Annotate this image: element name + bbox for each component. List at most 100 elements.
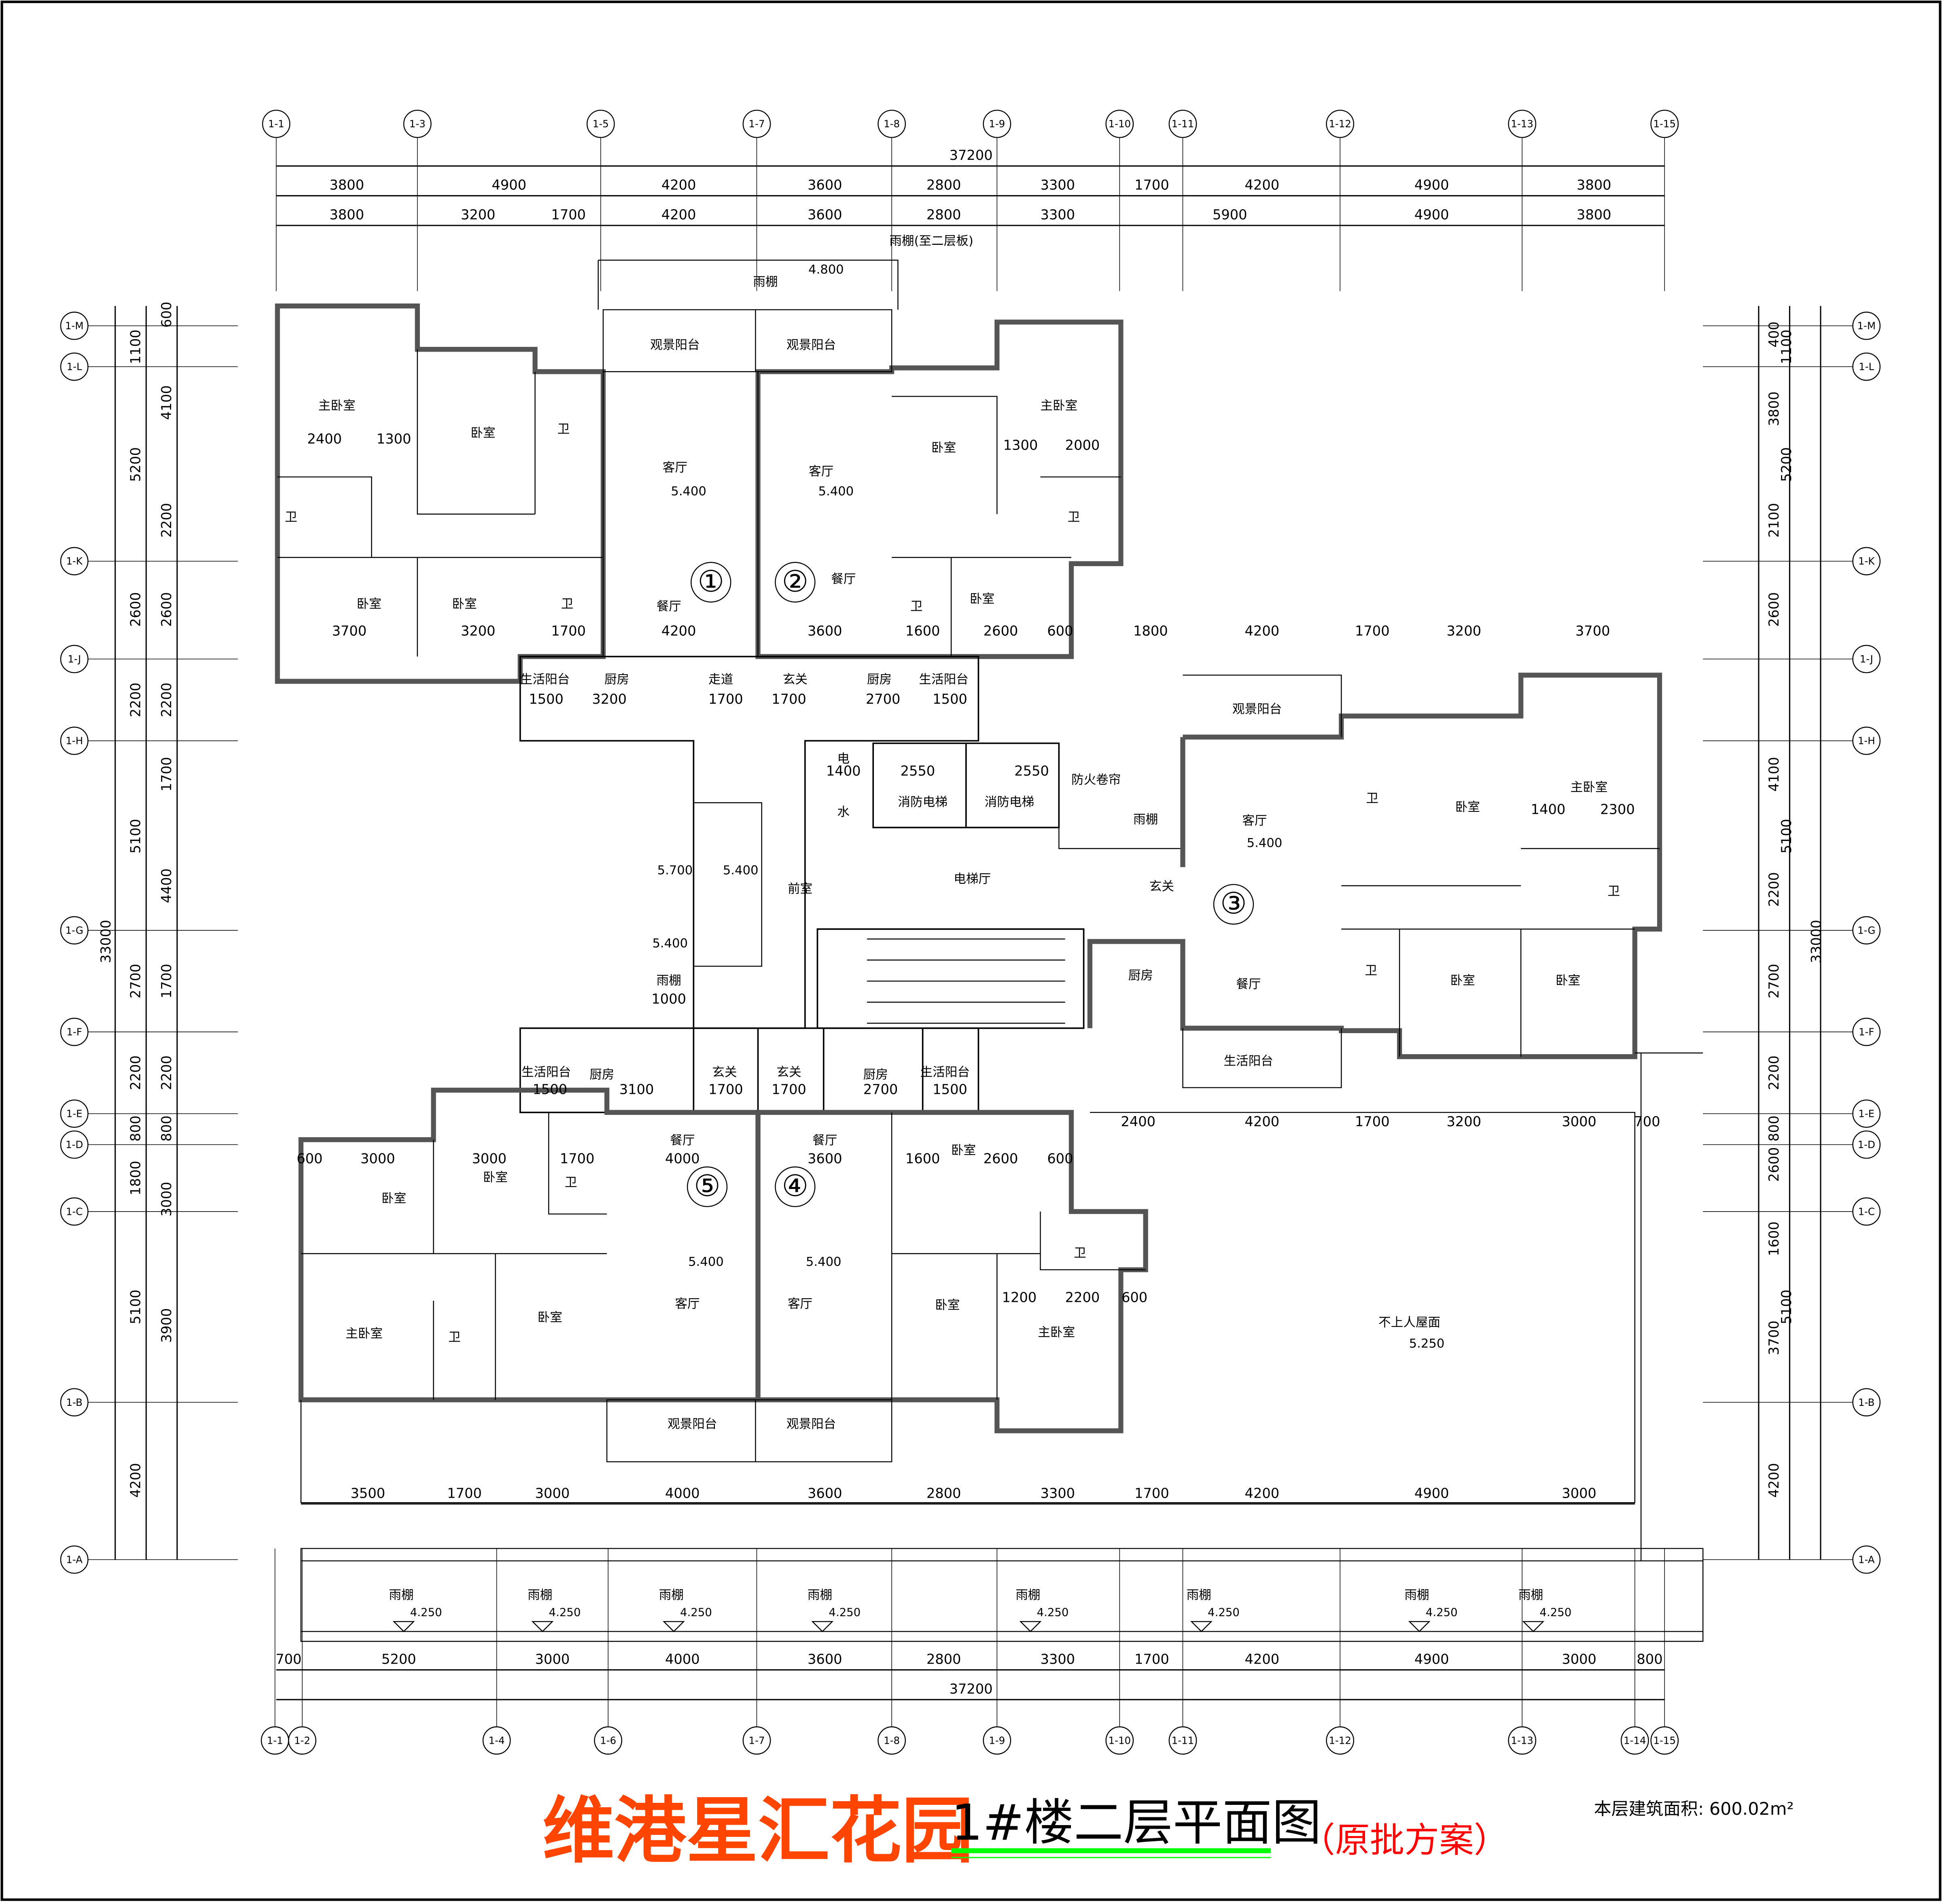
room-label: 主卧室 — [1040, 399, 1077, 413]
axis-bottom-12: 1-15 — [1650, 1726, 1679, 1755]
axis-top-0: 1-1 — [262, 110, 290, 138]
axis-right-9: 1-C — [1852, 1197, 1881, 1226]
axis-bubble — [60, 1130, 89, 1159]
elevation-marker-icon — [1408, 1621, 1431, 1632]
dim-interior: 700 — [1634, 1114, 1660, 1129]
dim-lower-row: 3600 — [808, 1485, 842, 1501]
room-label: 客厅 — [809, 465, 833, 479]
axis-label: 1-K — [1858, 555, 1875, 567]
dim-interior: 1700 — [560, 1151, 595, 1167]
dim-interior: 600 — [297, 1151, 322, 1167]
dim-left-outer: 800 — [127, 1116, 143, 1142]
canopy-label: 雨棚 — [808, 1588, 832, 1602]
dim-lower-row: 4900 — [1414, 1485, 1449, 1501]
axis-label: 1-13 — [1511, 1734, 1533, 1746]
axis-bubble — [1852, 1388, 1881, 1417]
elevation-marker-icon — [1522, 1621, 1545, 1632]
room-label: 卧室 — [471, 426, 495, 440]
room-label: 生活阳台 — [919, 673, 968, 687]
unit-number-circle — [690, 562, 731, 603]
dim-left-outer: 5100 — [127, 819, 143, 853]
dim-lower-row: 4200 — [1245, 1485, 1280, 1501]
dim-interior: 1700 — [708, 1081, 743, 1097]
dim-interior: 3200 — [1447, 623, 1482, 639]
axis-label: 1-1 — [267, 1734, 283, 1746]
axis-bubble — [586, 110, 615, 138]
axis-bubble — [1852, 726, 1881, 755]
dim-interior: 4200 — [1245, 623, 1280, 639]
dim-right-outer: 5100 — [1779, 819, 1794, 853]
dim-top-total: 37200 — [949, 147, 992, 163]
axis-label: 1-12 — [1329, 1734, 1351, 1746]
dim-left-inner: 3900 — [159, 1308, 174, 1343]
axis-label: 1-10 — [1109, 118, 1131, 130]
dim-top-row2: 1700 — [551, 207, 586, 223]
room-label: 卧室 — [935, 1298, 960, 1312]
dim-top-row2: 3800 — [329, 207, 364, 223]
axis-bubble — [1852, 1197, 1881, 1226]
canopy-label: 雨棚 — [528, 1588, 552, 1602]
room-label: 卧室 — [483, 1171, 508, 1185]
axis-bubble — [1852, 312, 1881, 340]
room-label: 卫 — [565, 1176, 577, 1190]
dim-interior: 3200 — [1447, 1114, 1482, 1129]
elevation-marker-icon — [392, 1621, 415, 1632]
dim-left-outer: 5200 — [127, 447, 143, 482]
axis-top-9: 1-13 — [1508, 110, 1537, 138]
axis-top-2: 1-5 — [586, 110, 615, 138]
dim-lower-row: 3300 — [1040, 1485, 1075, 1501]
dim-interior: 1300 — [1003, 437, 1038, 453]
axis-bubble — [60, 1100, 89, 1128]
unit-number: ① — [698, 565, 724, 599]
axis-bottom-10: 1-13 — [1508, 1726, 1537, 1755]
axis-bubble — [983, 110, 1011, 138]
room-label: 观景阳台 — [787, 338, 836, 352]
axis-bottom-5: 1-8 — [878, 1726, 906, 1755]
dim-interior: 2700 — [866, 691, 901, 707]
dim-left-inner: 1700 — [159, 757, 174, 792]
axis-bubble — [1105, 1726, 1134, 1755]
axis-label: 1-B — [1858, 1397, 1874, 1408]
dim-interior: 1600 — [905, 623, 940, 639]
room-label: 卧室 — [1450, 974, 1475, 988]
room-label: 卧室 — [931, 441, 956, 455]
axis-label: 1-13 — [1511, 118, 1533, 130]
dim-bottom-total: 37200 — [949, 1681, 992, 1697]
axis-bubble — [1168, 1726, 1197, 1755]
room-label: 玄关 — [783, 673, 808, 687]
room-label: 雨棚 — [656, 974, 681, 988]
dim-interior: 2600 — [984, 623, 1018, 639]
dim-top-row1: 3300 — [1040, 177, 1075, 193]
axis-label: 1-11 — [1172, 1734, 1194, 1746]
axis-label: 1-1 — [268, 118, 284, 130]
axis-label: 1-8 — [884, 118, 900, 130]
dim-top-row2: 5900 — [1213, 207, 1247, 223]
room-label: 玄关 — [712, 1065, 737, 1079]
axis-bubble — [1326, 1726, 1355, 1755]
axis-label: 1-E — [1858, 1108, 1874, 1120]
axis-bubble — [60, 645, 89, 673]
dim-interior: 600 — [1047, 1151, 1073, 1167]
room-label: 消防电梯 — [985, 795, 1034, 809]
dim-interior: 1400 — [1531, 801, 1566, 817]
dim-right-inner: 2600 — [1766, 592, 1782, 627]
dim-top-row2: 3300 — [1040, 207, 1075, 223]
dim-left-outer: 2700 — [127, 964, 143, 999]
dim-bottom-row: 4900 — [1414, 1651, 1449, 1667]
axis-label: 1-10 — [1109, 1734, 1131, 1746]
dim-left-inner: 3000 — [159, 1182, 174, 1216]
axis-label: 1-5 — [593, 118, 609, 130]
dim-interior: 3000 — [1562, 1114, 1596, 1129]
room-label: 厨房 — [867, 673, 892, 687]
canopy-label: 雨棚 — [1518, 1588, 1543, 1602]
dim-lower-row: 2800 — [926, 1485, 961, 1501]
dim-lower-row: 3000 — [1562, 1485, 1596, 1501]
dim-right-inner: 4100 — [1766, 757, 1782, 792]
dim-right-outer: 5100 — [1779, 1290, 1794, 1325]
canopy-level: 4.250 — [829, 1606, 861, 1619]
axis-bottom-3: 1-6 — [594, 1726, 622, 1755]
room-label: 餐厅 — [812, 1133, 837, 1148]
room-label: 厨房 — [604, 673, 629, 687]
dim-top-row2: 4200 — [661, 207, 696, 223]
dim-interior: 3600 — [808, 623, 842, 639]
